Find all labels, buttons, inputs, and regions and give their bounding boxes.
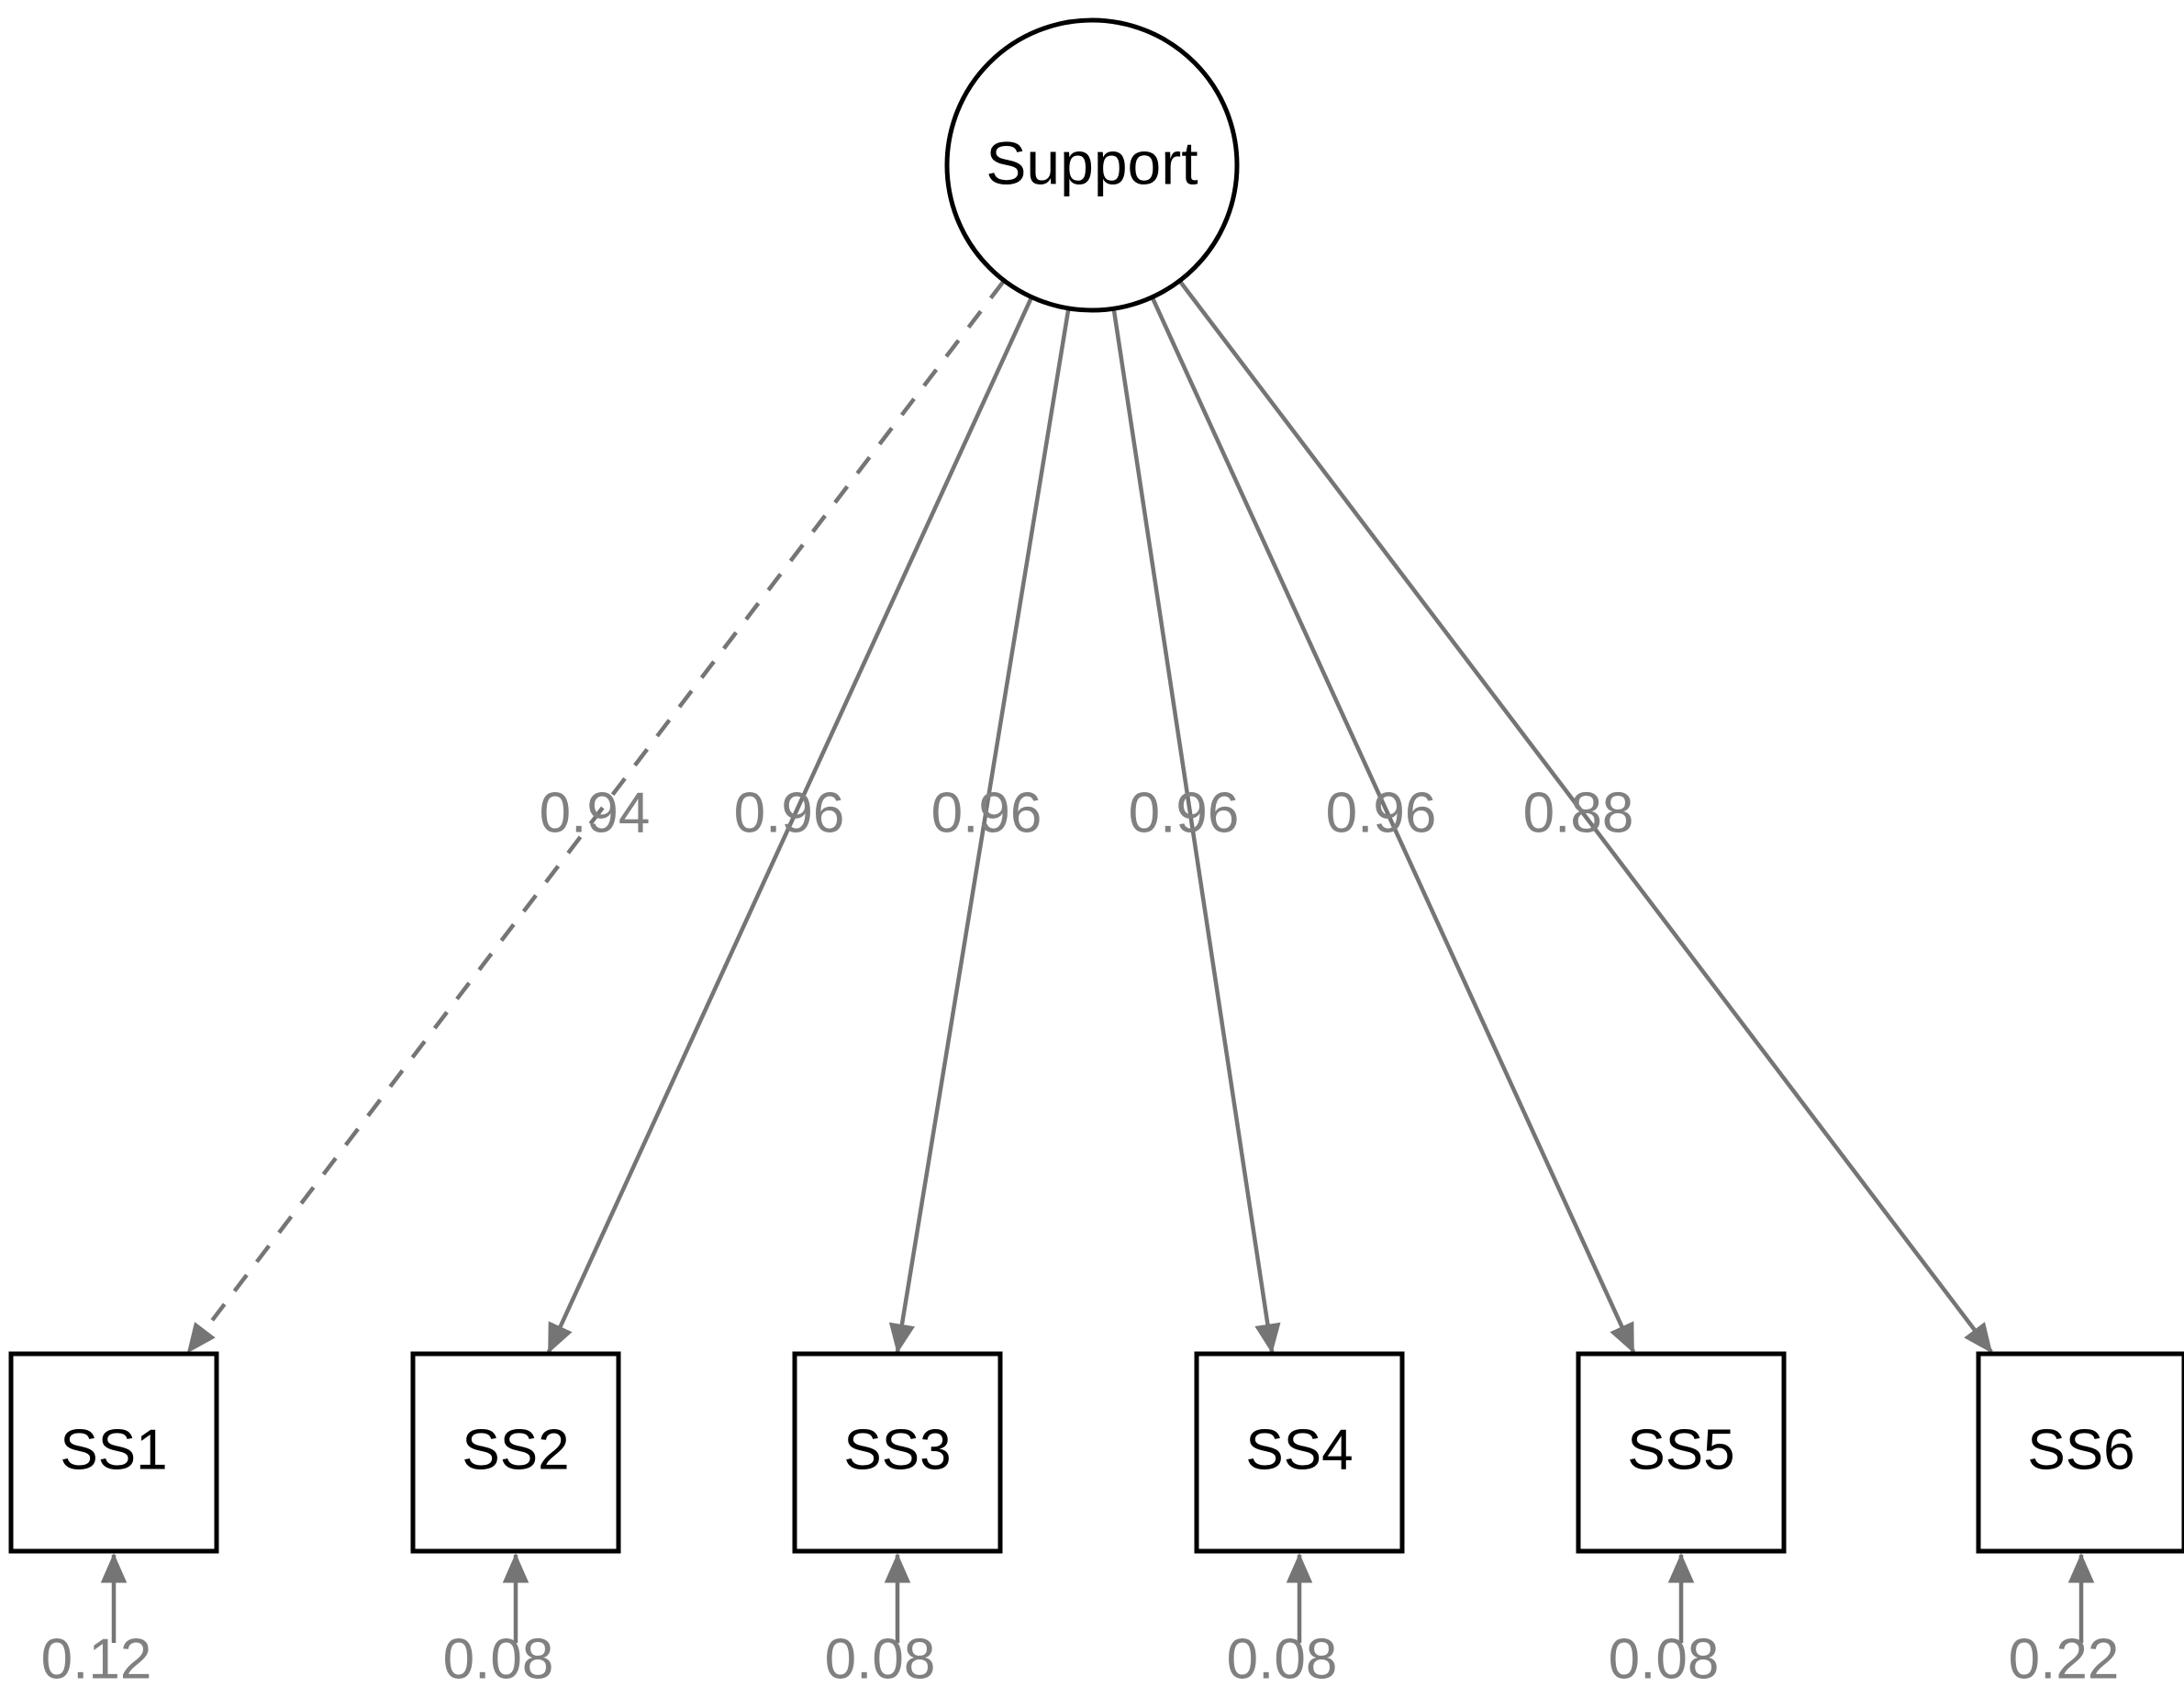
loading-edge-support-to-ss6 [1178, 281, 1993, 1354]
loading-value-ss3: 0.96 [931, 781, 1042, 844]
indicator-node-ss4[interactable]: SS4 [1194, 1351, 1405, 1554]
loading-value-ss6: 0.88 [1523, 781, 1634, 844]
loading-value-ss1: 0.94 [540, 781, 651, 844]
loading-value-ss5: 0.96 [1326, 781, 1437, 844]
indicator-label-ss6: SS6 [2027, 1418, 2134, 1481]
indicator-node-ss3[interactable]: SS3 [792, 1351, 1003, 1554]
latent-label-support: Support [986, 128, 1198, 196]
latent-node-group: Support [944, 17, 1240, 313]
residual-edge-group [100, 1553, 2095, 1643]
residual-value-ss6: 0.22 [2009, 1627, 2120, 1691]
indicator-node-ss5[interactable]: SS5 [1576, 1351, 1787, 1554]
loading-value-ss2: 0.96 [734, 781, 845, 844]
indicator-box-ss3[interactable] [792, 1351, 1003, 1554]
residual-label-group: 0.12 0.08 0.08 0.08 0.08 0.22 [41, 1627, 2120, 1691]
indicator-label-ss5: SS5 [1627, 1418, 1734, 1481]
loading-edge-support-to-ss1 [186, 280, 1005, 1354]
indicator-box-ss2[interactable] [410, 1351, 621, 1554]
indicator-box-ss5[interactable] [1576, 1351, 1787, 1554]
indicator-box-ss1[interactable] [8, 1351, 219, 1554]
residual-value-ss1: 0.12 [41, 1627, 152, 1691]
latent-node-support[interactable]: Support [944, 17, 1240, 313]
loading-edge-support-to-ss4 [1111, 309, 1281, 1354]
indicator-label-ss1: SS1 [60, 1418, 167, 1481]
indicator-node-group: SS1 SS2 SS3 SS4 SS5 SS6 [8, 1351, 2184, 1554]
indicator-label-ss4: SS4 [1245, 1418, 1353, 1481]
residual-value-ss4: 0.08 [1227, 1627, 1338, 1691]
indicator-label-ss2: SS2 [462, 1418, 569, 1481]
indicator-box-ss4[interactable] [1194, 1351, 1405, 1554]
latent-circle-support[interactable] [944, 17, 1240, 313]
indicator-node-ss2[interactable]: SS2 [410, 1351, 621, 1554]
loading-value-ss4: 0.96 [1129, 781, 1240, 844]
indicator-node-ss6[interactable]: SS6 [1976, 1351, 2184, 1554]
residual-value-ss2: 0.08 [443, 1627, 554, 1691]
loading-edge-support-to-ss2 [546, 297, 1033, 1354]
indicator-node-ss1[interactable]: SS1 [8, 1351, 219, 1554]
residual-value-ss3: 0.08 [825, 1627, 936, 1691]
indicator-box-ss6[interactable] [1976, 1351, 2184, 1554]
loading-label-group: 0.94 0.96 0.96 0.96 0.96 0.88 [540, 781, 1634, 844]
indicator-label-ss3: SS3 [843, 1418, 951, 1481]
residual-value-ss5: 0.08 [1609, 1627, 1720, 1691]
loading-edge-support-to-ss5 [1151, 297, 1636, 1354]
loading-edge-group [186, 280, 1993, 1354]
loading-edge-support-to-ss3 [888, 309, 1071, 1354]
